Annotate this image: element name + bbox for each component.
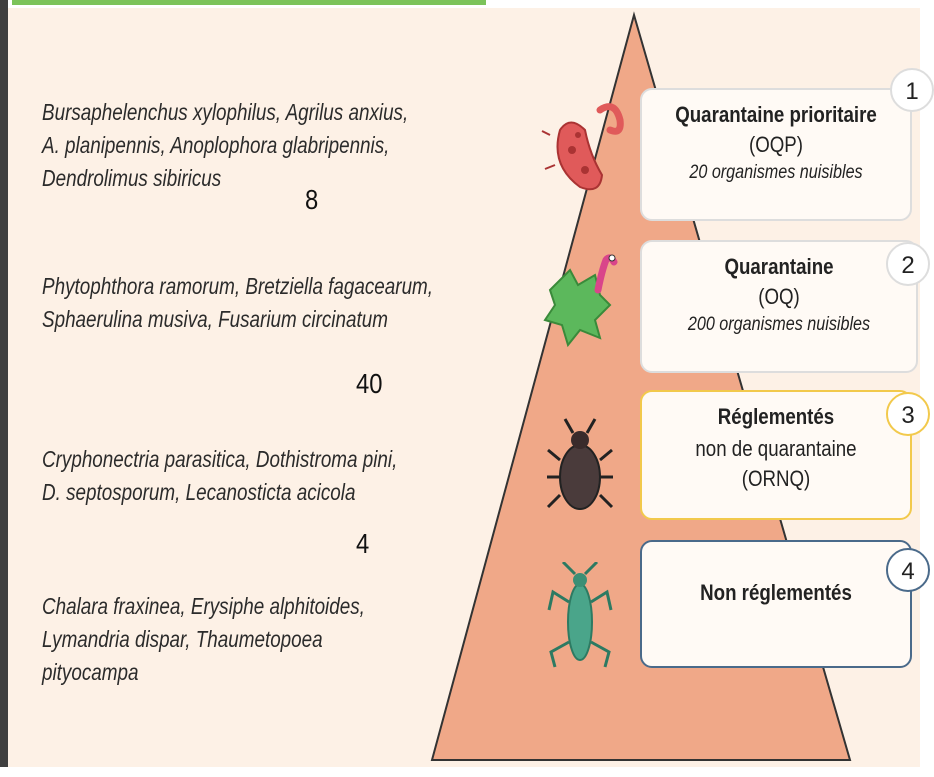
level-1-number-badge: 1 xyxy=(890,68,934,112)
count-group-3: 4 xyxy=(356,528,370,559)
level-1-box: Quarantaine prioritaire (OQP) 20 organis… xyxy=(640,88,912,221)
species-line: Cryphonectria parasitica, Dothistroma pi… xyxy=(42,446,398,472)
bacteria-icon xyxy=(541,103,624,191)
count-group-2: 40 xyxy=(356,368,383,399)
beetle-icon xyxy=(546,418,614,510)
species-line: Dendrolimus sibiricus xyxy=(42,165,222,191)
count-group-1: 8 xyxy=(305,184,319,215)
species-line: Chalara fraxinea, Erysiphe alphitoides, xyxy=(42,593,365,619)
species-group-2: Phytophthora ramorum, Bretziella fagacea… xyxy=(42,270,433,336)
bottom-border xyxy=(0,767,934,777)
level-4-number-badge: 4 xyxy=(886,548,930,592)
species-line: Lymandria dispar, Thaumetopoea xyxy=(42,626,323,652)
level-3-title: Réglementés xyxy=(717,404,835,429)
level-3-box: Réglementés non de quarantaine (ORNQ) xyxy=(640,390,912,520)
species-line: Phytophthora ramorum, Bretziella fagacea… xyxy=(42,273,434,299)
level-2-count: 200 organismes nuisibles xyxy=(687,314,871,335)
species-line: pityocampa xyxy=(42,659,139,685)
level-4-title: Non réglementés xyxy=(700,580,852,605)
level-3-subtitle: non de quarantaine xyxy=(695,436,857,461)
left-border xyxy=(0,0,8,777)
level-1-code: (OQP) xyxy=(748,132,804,157)
species-group-4: Chalara fraxinea, Erysiphe alphitoides, … xyxy=(42,590,365,689)
species-line: D. septosporum, Lecanosticta acicola xyxy=(42,479,356,505)
level-3-number-badge: 3 xyxy=(886,392,930,436)
level-2-code: (OQ) xyxy=(758,284,800,309)
level-1-title: Quarantaine prioritaire xyxy=(675,102,877,127)
level-3-code: (ORNQ) xyxy=(741,466,811,491)
level-2-title: Quarantaine xyxy=(724,254,834,279)
species-group-1: Bursaphelenchus xylophilus, Agrilus anxi… xyxy=(42,96,408,195)
level-2-box: Quarantaine (OQ) 200 organismes nuisible… xyxy=(640,240,918,373)
grasshopper-icon xyxy=(547,562,613,668)
species-line: Bursaphelenchus xylophilus, Agrilus anxi… xyxy=(42,99,409,125)
species-group-3: Cryphonectria parasitica, Dothistroma pi… xyxy=(42,443,397,509)
species-line: Sphaerulina musiva, Fusarium circinatum xyxy=(42,306,388,332)
species-line: A. planipennis, Anoplophora glabripennis… xyxy=(42,132,390,158)
level-2-number-badge: 2 xyxy=(886,242,930,286)
green-accent-bar xyxy=(12,0,486,5)
level-4-box: Non réglementés xyxy=(640,540,912,668)
infected-leaf-icon xyxy=(543,254,618,348)
level-1-count: 20 organismes nuisibles xyxy=(689,162,863,183)
